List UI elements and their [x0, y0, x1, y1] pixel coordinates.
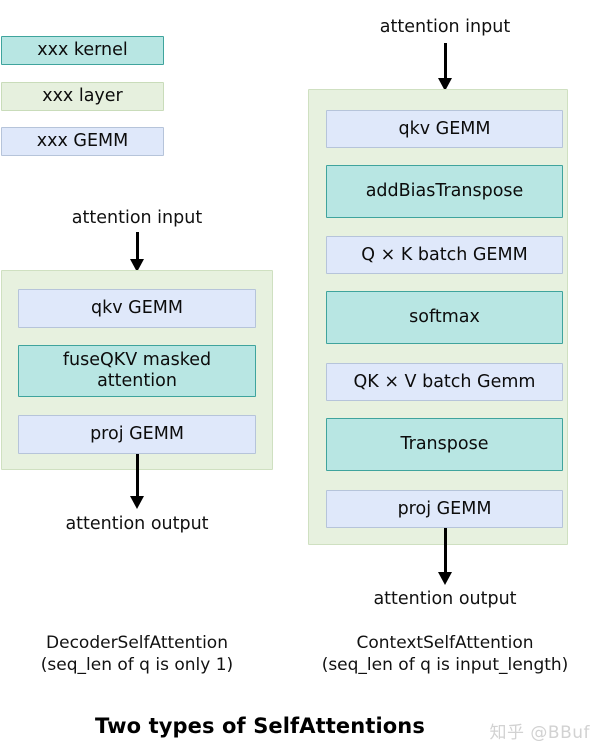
legend-item-layer: xxx layer [1, 82, 164, 111]
right-node-proj-gemm-label: proj GEMM [397, 498, 492, 519]
right-attention-input-label: attention input [379, 17, 511, 37]
left-output-arrow-shaft [135, 454, 139, 497]
right-node-transpose: Transpose [326, 418, 563, 471]
left-input-arrow-head [130, 259, 144, 272]
right-input-arrow-shaft [443, 43, 447, 79]
right-node-qkv-batch-gemm-label: QK × V batch Gemm [353, 371, 536, 392]
right-output-arrow [437, 528, 453, 585]
left-attention-output-label: attention output [65, 514, 209, 534]
right-output-arrow-shaft [443, 528, 447, 573]
legend-item-layer-label: xxx layer [42, 86, 123, 107]
right-output-arrow-head [438, 572, 452, 585]
watermark: 知乎 @BBuf [489, 723, 590, 743]
left-input-arrow-shaft [135, 232, 139, 260]
left-node-fuseqkv-masked-attention-label: fuseQKV masked attention [62, 350, 212, 391]
right-node-qkv-batch-gemm: QK × V batch Gemm [326, 363, 563, 401]
left-node-proj-gemm: proj GEMM [18, 415, 256, 454]
legend-item-kernel: xxx kernel [1, 36, 164, 65]
left-attention-input-label: attention input [71, 208, 203, 228]
right-node-addbiastranspose-label: addBiasTranspose [365, 181, 524, 202]
legend-item-kernel-label: xxx kernel [37, 40, 128, 61]
figure-title: Two types of SelfAttentions [95, 714, 425, 738]
right-attention-output-label: attention output [373, 589, 517, 609]
left-node-qkv-gemm: qkv GEMM [18, 289, 256, 328]
right-caption-line-2: (seq_len of q is input_length) [321, 655, 569, 675]
right-input-arrow [437, 43, 453, 91]
right-node-qkv-gemm-label: qkv GEMM [398, 118, 491, 139]
right-node-transpose-label: Transpose [400, 434, 489, 455]
right-node-proj-gemm: proj GEMM [326, 490, 563, 528]
right-node-softmax: softmax [326, 291, 563, 344]
right-node-qkv-gemm: qkv GEMM [326, 110, 563, 148]
left-input-arrow [129, 232, 145, 272]
left-output-arrow-head [130, 496, 144, 509]
left-caption-line-2: (seq_len of q is only 1) [40, 655, 234, 675]
legend-item-gemm-label: xxx GEMM [36, 131, 129, 152]
left-output-arrow [129, 454, 145, 509]
legend-item-gemm: xxx GEMM [1, 127, 164, 156]
right-node-addbiastranspose: addBiasTranspose [326, 165, 563, 218]
right-caption-line-1: ContextSelfAttention [356, 633, 534, 653]
left-caption-line-1: DecoderSelfAttention [46, 633, 228, 653]
right-input-arrow-head [438, 78, 452, 91]
left-node-proj-gemm-label: proj GEMM [90, 424, 184, 445]
right-node-qk-batch-gemm-label: Q × K batch GEMM [361, 244, 528, 265]
left-node-qkv-gemm-label: qkv GEMM [91, 298, 183, 319]
left-node-fuseqkv-masked-attention: fuseQKV masked attention [18, 345, 256, 397]
right-node-qk-batch-gemm: Q × K batch GEMM [326, 236, 563, 274]
right-node-softmax-label: softmax [409, 307, 480, 328]
